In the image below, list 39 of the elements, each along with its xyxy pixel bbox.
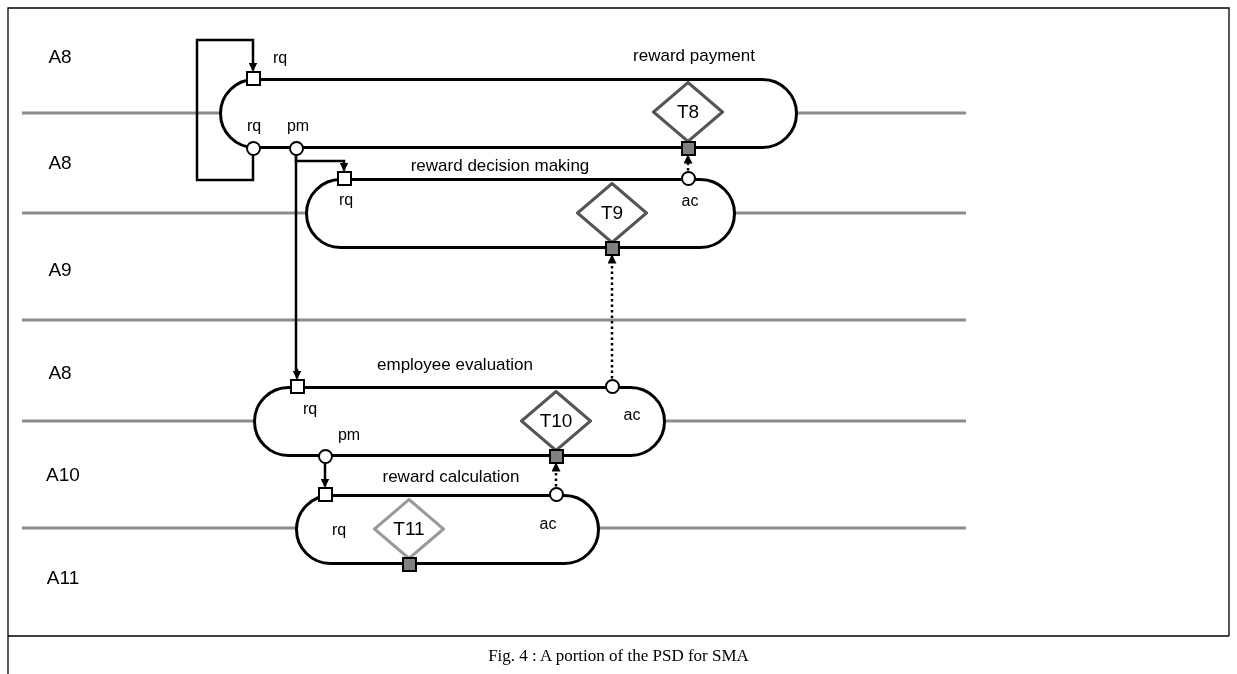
port-square xyxy=(336,170,352,186)
lane-label: A11 xyxy=(46,567,80,589)
stadium-heading: employee evaluation xyxy=(377,355,533,375)
port-label: ac xyxy=(681,192,699,210)
stadium-heading: reward payment xyxy=(633,46,755,66)
dotted-arrow xyxy=(607,254,617,379)
transaction-label: T8 xyxy=(676,101,700,123)
stadium-heading: reward calculation xyxy=(382,467,520,487)
transaction-label: T11 xyxy=(393,518,425,540)
arrow xyxy=(320,463,330,488)
stadium-heading: reward decision making xyxy=(410,156,590,176)
transaction-diamond xyxy=(652,81,724,143)
lane-label: A9 xyxy=(48,259,72,281)
transaction-label: T9 xyxy=(600,202,624,224)
transaction-diamond xyxy=(373,498,445,560)
arrow xyxy=(195,38,258,182)
dotted-arrow xyxy=(551,462,561,487)
port-label: rq xyxy=(246,117,262,135)
lane-label: A8 xyxy=(48,46,72,68)
lane-label: A8 xyxy=(48,362,72,384)
arrow xyxy=(292,155,302,380)
port-square xyxy=(317,486,333,502)
port-label: pm xyxy=(286,117,310,135)
lane-label: A10 xyxy=(46,464,80,486)
figure-caption: Fig. 4 : A portion of the PSD for SMA xyxy=(487,646,750,666)
lane-label: A8 xyxy=(48,152,72,174)
dotted-arrow xyxy=(683,154,693,171)
transaction-diamond xyxy=(520,390,592,452)
transaction-label: T10 xyxy=(539,410,573,432)
port-label: rq xyxy=(302,400,318,418)
port-label: rq xyxy=(272,49,288,67)
port-label: ac xyxy=(539,515,557,533)
transaction-diamond xyxy=(576,182,648,244)
port-label: ac xyxy=(623,406,641,424)
port-square xyxy=(245,70,261,86)
port-label: rq xyxy=(338,191,354,209)
port-label: rq xyxy=(331,521,347,539)
port-label: pm xyxy=(337,426,361,444)
port-square xyxy=(289,378,305,394)
